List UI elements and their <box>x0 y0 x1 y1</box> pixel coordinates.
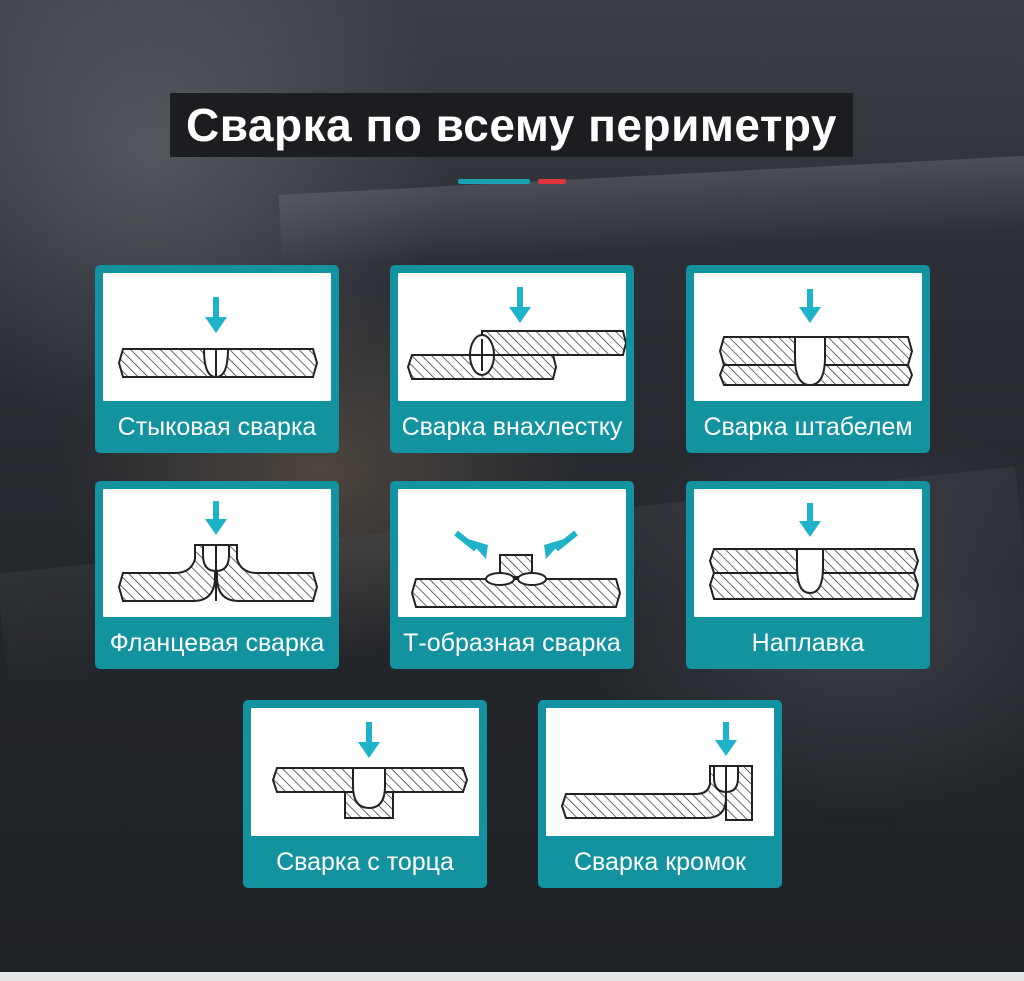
bottom-border-strip <box>0 972 1024 981</box>
weld-type-label: Сварка внахлестку <box>401 412 623 441</box>
weld-type-label: Т-образная сварка <box>403 628 621 657</box>
end-weld-diagram-icon <box>271 722 469 819</box>
edge-weld-diagram-icon <box>560 722 753 821</box>
weld-type-label: Фланцевая сварка <box>109 628 325 657</box>
weld-type-label: Сварка с торца <box>276 847 454 876</box>
weld-diagram-panel <box>103 489 331 617</box>
t-joint-weld-diagram-icon <box>410 530 622 608</box>
weld-type-label: Стыковая сварка <box>117 412 317 441</box>
weld-diagram-panel <box>694 489 922 617</box>
weld-diagram-panel <box>398 489 626 617</box>
weld-diagram-panel <box>546 708 774 836</box>
weld-diagram-panel <box>251 708 479 836</box>
weld-type-card-lap: Сварка внахлестку <box>390 265 634 453</box>
title-divider-teal <box>458 179 530 184</box>
weld-diagram-panel <box>694 273 922 401</box>
overlay-weld-diagram-icon <box>708 503 920 600</box>
weld-diagram-panel <box>103 273 331 401</box>
weld-type-card-stack: Сварка штабелем <box>686 265 930 453</box>
butt-weld-diagram-icon <box>117 297 319 379</box>
weld-type-card-flange: Фланцевая сварка <box>95 481 339 669</box>
title-banner: Сварка по всему периметру <box>170 93 853 157</box>
weld-type-card-edge: Сварка кромок <box>538 700 782 888</box>
weld-diagram-panel <box>398 273 626 401</box>
weld-type-card-butt: Стыковая сварка <box>95 265 339 453</box>
background-steel-beam <box>278 155 1024 265</box>
weld-type-card-end: Сварка с торца <box>243 700 487 888</box>
weld-type-label: Сварка штабелем <box>703 412 913 441</box>
weld-type-card-overlay: Наплавка <box>686 481 930 669</box>
weld-type-label: Сварка кромок <box>574 847 746 876</box>
page-title: Сварка по всему периметру <box>186 99 837 151</box>
title-divider-red <box>538 179 566 184</box>
stack-weld-diagram-icon <box>718 289 914 387</box>
flange-weld-diagram-icon <box>117 501 319 602</box>
weld-type-card-t-joint: Т-образная сварка <box>390 481 634 669</box>
weld-type-label: Наплавка <box>751 628 865 657</box>
lap-weld-diagram-icon <box>406 287 626 380</box>
